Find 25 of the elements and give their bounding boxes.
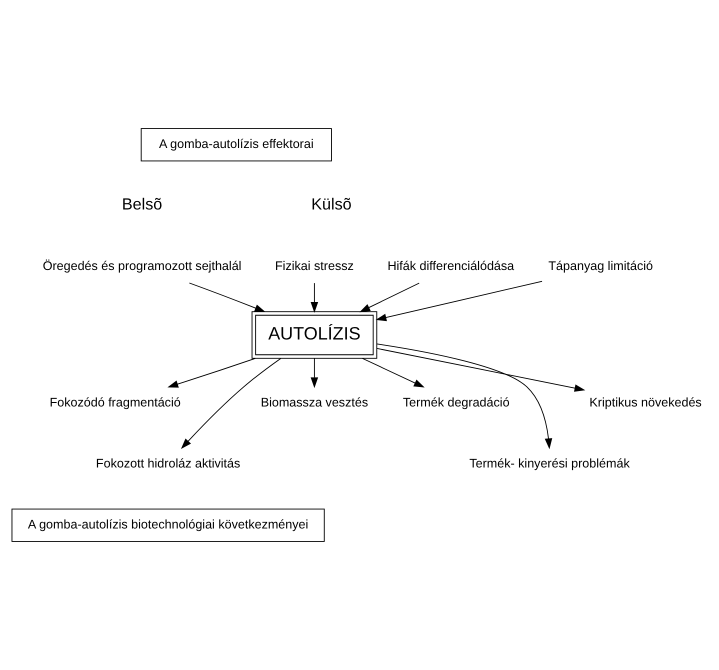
node-text: Biomassza vesztés — [260, 396, 368, 410]
node-box: AUTOLÍZIS — [252, 311, 378, 359]
label: Belsõ — [122, 196, 162, 214]
label: Külsõ — [311, 196, 352, 214]
node-text: Kriptikus növekedés — [589, 396, 702, 410]
arrow — [167, 358, 256, 388]
node-text: Hifák differenciálódása — [387, 259, 514, 274]
node-box: A gomba-autolízis biotechnológiai következményei — [12, 508, 325, 542]
node-text: Termék degradáció — [402, 396, 510, 410]
node-text: Fokozott hidroláz aktivitás — [96, 456, 240, 471]
node-text: Tápanyag limitáció — [548, 259, 653, 274]
arrow — [188, 282, 266, 312]
node-text: Fizikai stressz — [275, 259, 354, 274]
arrow — [180, 358, 282, 449]
node-text: Öregedés és programozott sejthalál — [42, 259, 242, 274]
node-text: Fokozódó fragmentáció — [50, 396, 181, 410]
arrow — [376, 348, 586, 392]
arrow — [359, 282, 420, 312]
arrow — [376, 343, 552, 450]
arrow — [310, 358, 318, 388]
node-box: A gomba-autolízis effektorai — [140, 128, 332, 162]
arrow — [362, 358, 425, 388]
arrow — [376, 280, 543, 322]
node-text: Termék- kinyerési problémák — [469, 456, 630, 471]
arrow — [310, 282, 318, 313]
